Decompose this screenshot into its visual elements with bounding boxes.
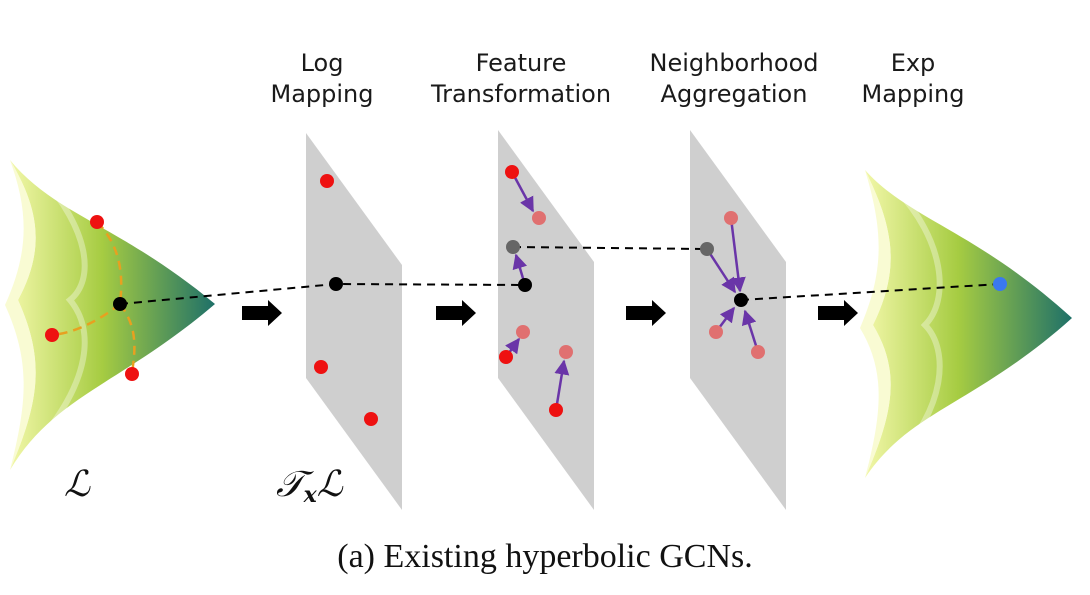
figure-caption: (a) Existing hyperbolic GCNs. <box>337 538 753 575</box>
node-pink <box>751 345 765 359</box>
node-gray <box>700 242 714 256</box>
aggregation-plane-nodes <box>700 211 765 359</box>
tangent-main: 𝒯 <box>276 464 304 505</box>
tangent-plane-feature <box>498 130 594 510</box>
node-red <box>364 412 378 426</box>
manifold-right <box>860 170 1072 478</box>
tangent-plane-log <box>306 133 402 510</box>
label-exp-mapping: Exp Mapping <box>803 48 1023 110</box>
manifold-left <box>5 160 215 470</box>
label-line: Transformation <box>430 80 612 108</box>
label-line: Feature <box>475 49 567 77</box>
label-line: Mapping <box>861 80 965 108</box>
node-center <box>329 277 343 291</box>
label-line: Neighborhood <box>649 49 819 77</box>
tangent-space-label: 𝒯xℒ <box>276 464 343 508</box>
node-red <box>499 350 513 364</box>
manifold-left-nodes <box>45 215 139 381</box>
node-red <box>45 328 59 342</box>
log-plane-nodes <box>314 174 378 426</box>
node-center <box>113 297 127 311</box>
node-red <box>314 360 328 374</box>
node-pink <box>532 211 546 225</box>
node-pink <box>709 325 723 339</box>
label-line: Exp <box>890 49 936 77</box>
stage-arrow-3 <box>626 300 666 326</box>
label-line: Aggregation <box>660 80 808 108</box>
tangent-plane-aggregation <box>690 130 786 510</box>
node-red <box>505 165 519 179</box>
label-log-mapping: Log Mapping <box>212 48 432 110</box>
label-line: Mapping <box>270 80 374 108</box>
node-center <box>518 278 532 292</box>
node-pink <box>724 211 738 225</box>
node-red <box>549 403 563 417</box>
stage-arrow-1 <box>242 300 282 326</box>
tangent-rest: ℒ <box>316 464 343 505</box>
node-center <box>734 293 748 307</box>
stage-arrow-2 <box>436 300 476 326</box>
node-output-blue <box>993 277 1007 291</box>
feature-plane-nodes <box>499 165 573 417</box>
label-neighborhood-aggregation: Neighborhood Aggregation <box>624 48 844 110</box>
stage-arrows <box>242 300 858 326</box>
label-feature-transformation: Feature Transformation <box>411 48 631 110</box>
label-line: Log <box>300 49 344 77</box>
tangent-sub: x <box>303 482 317 508</box>
node-red <box>90 215 104 229</box>
manifold-label: ℒ <box>64 464 90 505</box>
stage-arrow-4 <box>818 300 858 326</box>
node-gray <box>506 240 520 254</box>
node-pink <box>559 345 573 359</box>
node-red <box>125 367 139 381</box>
node-pink <box>516 325 530 339</box>
node-red <box>320 174 334 188</box>
